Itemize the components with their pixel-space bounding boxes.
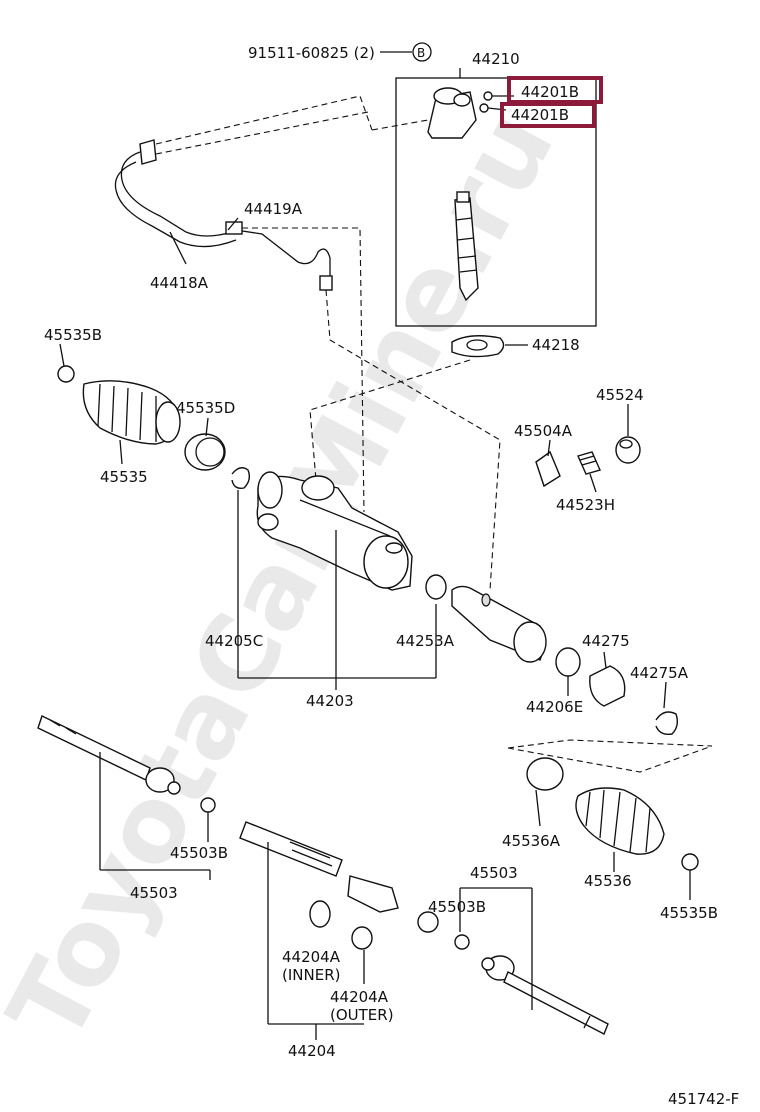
clamp-45535b-bottom[interactable] bbox=[681, 853, 699, 871]
label-44523h[interactable]: 44523H bbox=[556, 496, 615, 514]
label-44204a-outer[interactable]: 44204A bbox=[330, 988, 389, 1006]
rack-44204[interactable] bbox=[239, 821, 343, 877]
label-45503-left[interactable]: 45503 bbox=[130, 884, 178, 902]
label-44204a-inner[interactable]: 44204A bbox=[282, 948, 341, 966]
oil-seal-44204a-inner[interactable] bbox=[309, 900, 331, 928]
label-44419a[interactable]: 44419A bbox=[244, 200, 303, 218]
left-boot-group bbox=[57, 365, 226, 471]
label-45535b-bottom[interactable]: 45535B bbox=[660, 904, 718, 922]
label-45503b-left[interactable]: 45503B bbox=[170, 844, 228, 862]
label-44201b-lower[interactable]: 44201B bbox=[511, 106, 569, 124]
nut-44201b-lower[interactable] bbox=[479, 103, 489, 113]
valve-assembly-box bbox=[395, 77, 597, 327]
bushing-44275[interactable] bbox=[589, 665, 626, 707]
rack-tube[interactable] bbox=[451, 585, 547, 663]
valve-assembly-group bbox=[395, 68, 597, 327]
clamp-45535d[interactable] bbox=[184, 433, 226, 471]
label-45535d[interactable]: 45535D bbox=[176, 399, 235, 417]
rack-housing-44203[interactable] bbox=[256, 471, 413, 591]
oil-seal-44204a-outer[interactable] bbox=[351, 926, 373, 950]
bushing-44253a[interactable] bbox=[425, 574, 447, 600]
label-44253a[interactable]: 44253A bbox=[396, 632, 455, 650]
snap-ring-44275a[interactable] bbox=[655, 711, 679, 736]
label-44204[interactable]: 44204 bbox=[288, 1042, 336, 1060]
label-91511-60825[interactable]: 91511-60825 (2) bbox=[248, 44, 375, 62]
label-44206e[interactable]: 44206E bbox=[526, 698, 583, 716]
right-boot-group bbox=[507, 739, 713, 871]
label-45503-right[interactable]: 45503 bbox=[470, 864, 518, 882]
rack-guide-45504a[interactable] bbox=[535, 450, 561, 488]
pressure-lines bbox=[114, 139, 333, 291]
tie-rod-right-45503[interactable] bbox=[481, 955, 609, 1035]
leader-lines bbox=[59, 42, 691, 1040]
nut-45503b-right[interactable] bbox=[454, 934, 470, 950]
label-44210[interactable]: 44210 bbox=[472, 50, 520, 68]
nut-45503b-left[interactable] bbox=[200, 797, 216, 813]
callout-b-letter: B bbox=[417, 46, 425, 60]
label-45503b-right[interactable]: 45503B bbox=[428, 898, 486, 916]
label-44418a[interactable]: 44418A bbox=[150, 274, 209, 292]
label-44204a-inner-note: (INNER) bbox=[282, 966, 340, 984]
label-44275a[interactable]: 44275A bbox=[630, 664, 689, 682]
plug-45524[interactable] bbox=[615, 436, 641, 464]
label-45535[interactable]: 45535 bbox=[100, 468, 148, 486]
label-44204a-outer-note: (OUTER) bbox=[330, 1006, 394, 1024]
callout-b-circle bbox=[412, 42, 432, 62]
boot-45536[interactable] bbox=[575, 787, 665, 855]
label-44203[interactable]: 44203 bbox=[306, 692, 354, 710]
snap-ring-44205c[interactable] bbox=[231, 467, 251, 490]
label-45536a[interactable]: 45536A bbox=[502, 832, 561, 850]
label-45535b-top[interactable]: 45535B bbox=[44, 326, 102, 344]
label-44205c[interactable]: 44205C bbox=[205, 632, 263, 650]
rack-bushing[interactable] bbox=[417, 911, 439, 933]
nut-44201b-upper[interactable] bbox=[483, 91, 493, 101]
label-44275[interactable]: 44275 bbox=[582, 632, 630, 650]
label-44218[interactable]: 44218 bbox=[532, 336, 580, 354]
clamp-45535b-top[interactable] bbox=[57, 365, 75, 383]
figure-code: 451742-F bbox=[668, 1090, 739, 1108]
tie-rod-left-45503[interactable] bbox=[37, 715, 181, 795]
part-labels: 91511-60825 (2) B 44210 44201B 44201B 44… bbox=[44, 44, 739, 1108]
gasket-44218[interactable] bbox=[451, 335, 505, 358]
rack-end[interactable] bbox=[347, 875, 399, 913]
highlight-44201b-lower[interactable] bbox=[500, 102, 596, 128]
label-44201b-upper[interactable]: 44201B bbox=[521, 83, 579, 101]
bushing-44206e[interactable] bbox=[555, 647, 581, 677]
clamp-45536a[interactable] bbox=[526, 757, 564, 791]
label-45524[interactable]: 45524 bbox=[596, 386, 644, 404]
label-45536[interactable]: 45536 bbox=[584, 872, 632, 890]
label-45504a[interactable]: 45504A bbox=[514, 422, 573, 440]
